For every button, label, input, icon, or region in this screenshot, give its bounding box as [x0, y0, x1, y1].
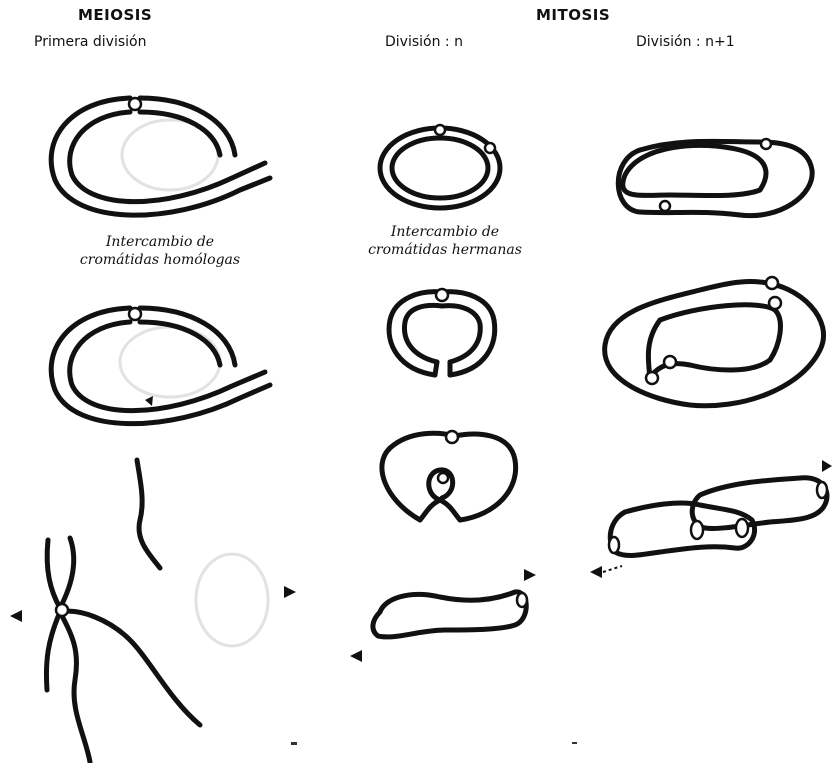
mitosis-n-ring-1-centromere-right	[485, 143, 495, 153]
bottom-mark-1	[291, 742, 297, 745]
mitosis-n-ring-4-centromere	[517, 593, 527, 607]
mitosis-n1-dotted-link	[603, 566, 622, 572]
meiosis-ring-1	[51, 98, 270, 215]
mitosis-n1-pair-3-centromere-d	[609, 537, 619, 553]
bottom-mark-2	[572, 742, 577, 744]
meiosis-ring-1-centromere	[129, 98, 141, 110]
meiosis-left-arrowhead	[10, 610, 22, 622]
meiosis-right-arrowhead	[284, 586, 296, 598]
mitosis-n1-left-arrowhead	[590, 566, 602, 578]
mitosis-n-ring-3	[382, 431, 516, 520]
meiosis-ring-2-arrowhead	[145, 396, 153, 406]
mitosis-n-ring-2-centromere	[436, 289, 448, 301]
mitosis-n1-pair-2-centromere-c	[664, 356, 676, 368]
mitosis-n-ring-3-centromere-inner	[438, 473, 448, 483]
mitosis-n1-pair-1	[618, 139, 812, 216]
meiosis-ring-2-centromere	[129, 308, 141, 320]
mitosis-n-ring-3-centromere-top	[446, 431, 458, 443]
mitosis-n1-pair-3-centromere-b	[736, 519, 748, 537]
mitosis-n1-pair-3-centromere-c	[817, 482, 827, 498]
mitosis-n1-pair-2-centromere-a	[766, 277, 778, 289]
mitosis-n-ring-4	[373, 592, 527, 637]
mitosis-n1-right-arrowhead	[822, 460, 832, 472]
mitosis-n1-pair-2-centromere-d	[646, 372, 658, 384]
mitosis-n-right-arrowhead	[524, 569, 536, 581]
mitosis-n1-pair-1-centromere-a	[761, 139, 771, 149]
mitosis-n1-pair-1-centromere-b	[660, 201, 670, 211]
mitosis-n1-pair-2-centromere-b	[769, 297, 781, 309]
meiosis-ring-2	[51, 308, 270, 424]
mitosis-n-ring-1-centromere-top	[435, 125, 445, 135]
mitosis-n1-pair-2	[605, 277, 824, 406]
mitosis-n-left-arrowhead	[350, 650, 362, 662]
mitosis-n1-pair-3	[609, 478, 827, 556]
mitosis-n-ring-2	[389, 289, 495, 375]
meiosis-chiasma	[56, 604, 68, 616]
mitosis-n1-pair-3-centromere-a	[691, 521, 703, 539]
mitosis-n-ring-1	[380, 125, 500, 208]
meiosis-crossover	[46, 460, 268, 762]
